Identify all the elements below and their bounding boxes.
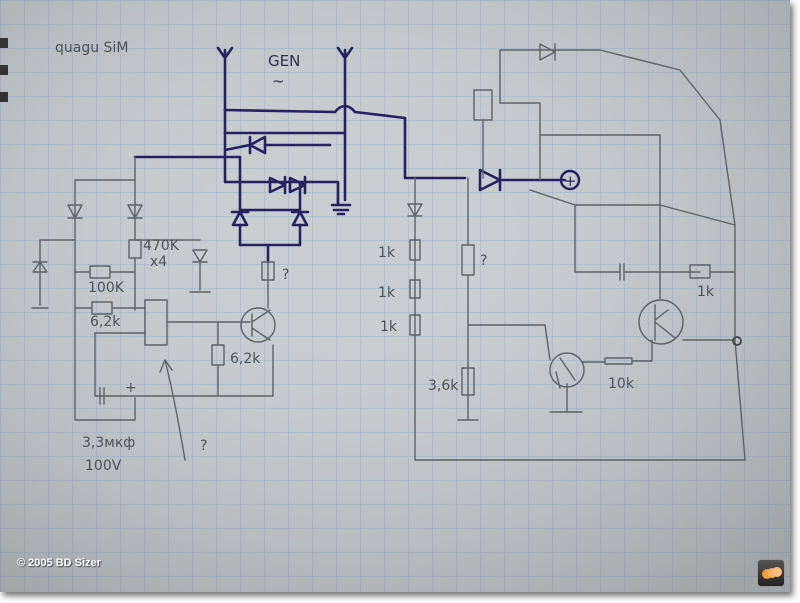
unknown-resistor-left: ? [282,267,289,283]
watermark-logo-icon [757,559,785,587]
r-470k-multiplier: x4 [150,254,167,270]
r2-label: 1k [378,285,396,301]
cap-voltage: 100V [85,458,122,474]
r3-label: 1k [380,319,398,335]
unknown-ic-note: ? [200,438,207,454]
svg-text:+: + [564,172,577,190]
notebook-holes [0,38,8,102]
generator-label: GEN [268,52,300,70]
generator-bridge-ink [133,46,567,264]
r-100k-label: 100K [88,280,125,296]
r-6-2k-label-b: 6,2k [230,351,261,367]
output-terminal: + [559,169,581,191]
title-note: quagu SiM [55,40,128,56]
r-1k-right-label: 1k [697,284,715,300]
circuit-sketch-photo: quagu SiM GEN ~ + 470K x4 [0,0,790,592]
cap-plus-mark: + [125,380,137,396]
left-circuit-wiring [31,156,276,461]
r-10k-label: 10k [608,376,635,392]
r-6-2k-label-a: 6,2k [90,314,121,330]
unknown-resistor-right: ? [480,253,487,269]
r1-label: 1k [378,245,396,261]
generator-ac-symbol: ~ [272,72,285,90]
cap-value: 3,3мкф [82,435,135,451]
r-3-6k-label: 3,6k [428,378,459,394]
r-470k-label: 470K [143,238,180,254]
right-circuit-wiring [407,43,746,461]
copyright-watermark: © 2005 BD Sizer [17,557,101,569]
